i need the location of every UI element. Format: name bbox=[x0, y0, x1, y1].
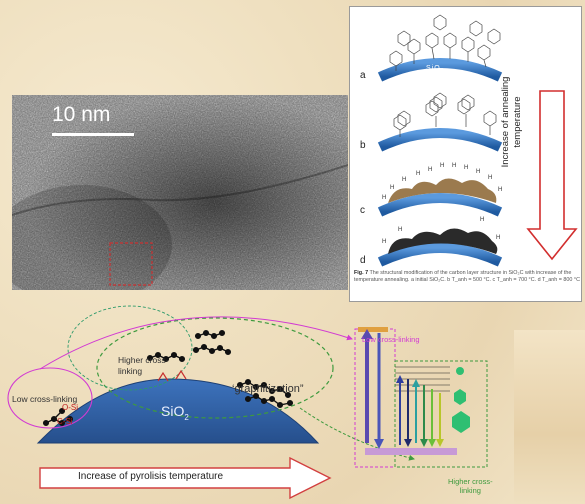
svg-text:H: H bbox=[382, 195, 386, 201]
tem-micrograph: 10 nm bbox=[12, 95, 348, 290]
svg-text:H: H bbox=[464, 165, 468, 171]
panel-d-structure: H H H H bbox=[377, 217, 503, 267]
inset-low-crosslinking-label: Low cross-linking bbox=[362, 335, 420, 344]
low-crosslinking-ellipse bbox=[7, 367, 93, 429]
pyrolysis-arrow bbox=[39, 456, 332, 500]
background-stone bbox=[514, 330, 585, 504]
graphitization-ellipse bbox=[96, 317, 334, 419]
sio2-label: SiO₂ bbox=[426, 65, 445, 72]
panel-label-a: a bbox=[360, 70, 366, 81]
crosslink-markers bbox=[157, 369, 187, 382]
svg-text:H: H bbox=[428, 167, 432, 173]
c-si-bond-label: C-Si bbox=[57, 417, 73, 426]
svg-text:H: H bbox=[476, 169, 480, 175]
figure-caption: Fig. 7 The structural modification of th… bbox=[354, 270, 580, 283]
low-crosslinking-label: Low cross-linking bbox=[12, 394, 78, 404]
region-of-interest-box bbox=[109, 242, 153, 286]
higher-crosslinking-label: Higher cross- linking bbox=[118, 355, 169, 376]
sio2-substrate bbox=[36, 378, 320, 444]
panel-label-c: c bbox=[360, 205, 365, 216]
scale-label: 10 nm bbox=[52, 103, 111, 126]
svg-text:H: H bbox=[440, 163, 444, 169]
carbon-chains bbox=[42, 329, 294, 427]
sio2-substrate-label: SiO2 bbox=[161, 403, 189, 422]
inset-higher-crosslinking-label: Higher cross- linking bbox=[448, 477, 493, 495]
energy-level-inset bbox=[354, 327, 488, 468]
svg-text:H: H bbox=[390, 185, 394, 191]
svg-text:H: H bbox=[452, 163, 456, 169]
svg-text:H: H bbox=[480, 217, 484, 223]
pyrolysis-schematic: Low cross-linking Higher cross- linking … bbox=[0, 293, 585, 504]
panel-label-b: b bbox=[360, 140, 366, 151]
annealing-arrow-label: Increase of annealing temperature bbox=[500, 76, 523, 168]
annealing-arrow bbox=[526, 90, 578, 261]
svg-text:H: H bbox=[398, 227, 402, 233]
pyrolysis-arrow-label: Increase of pyrolisis temperature bbox=[78, 471, 224, 482]
scale-bar bbox=[52, 133, 134, 136]
svg-text:H: H bbox=[498, 187, 502, 193]
o-si-bond-label: O-Si bbox=[62, 403, 78, 412]
arrow-to-inset-bottom bbox=[299, 407, 415, 461]
panel-b-structure bbox=[377, 92, 503, 152]
arrow-to-inset-top bbox=[39, 316, 353, 370]
svg-text:H: H bbox=[488, 175, 492, 181]
graphitization-label: ‘graphitization” bbox=[232, 383, 304, 395]
higher-crosslinking-ellipse bbox=[67, 305, 193, 391]
svg-text:H: H bbox=[416, 171, 420, 177]
svg-text:H: H bbox=[382, 239, 386, 245]
panel-a-structure bbox=[377, 14, 503, 82]
svg-text:H: H bbox=[402, 177, 406, 183]
panel-label-d: d bbox=[360, 255, 366, 266]
svg-text:H: H bbox=[496, 235, 500, 241]
